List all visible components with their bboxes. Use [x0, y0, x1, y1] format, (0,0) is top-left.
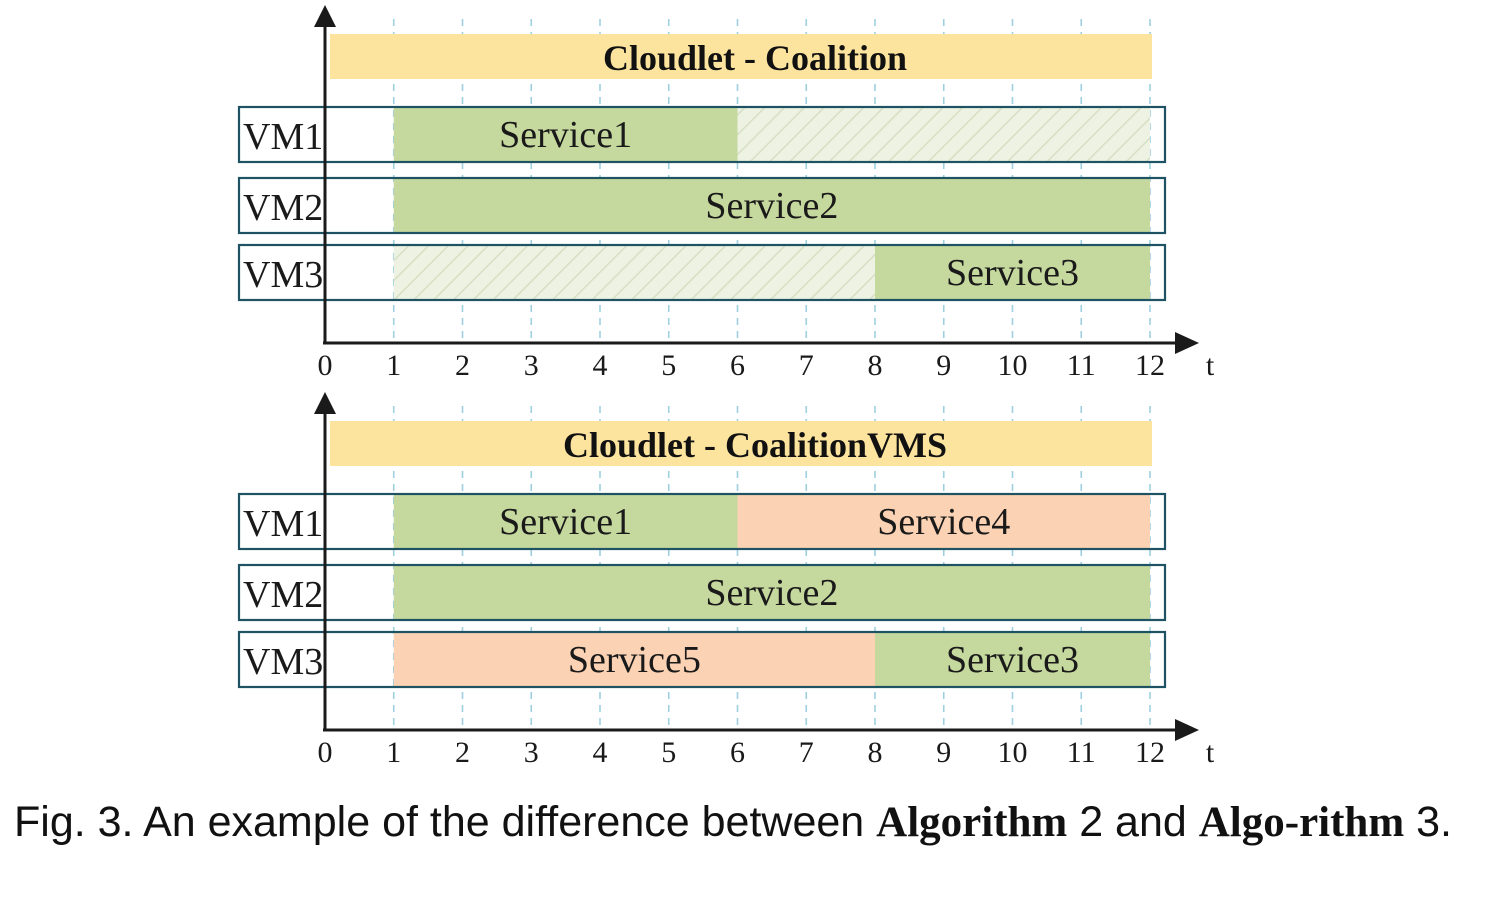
tick-label: 12 — [1135, 349, 1165, 382]
service-segment — [393, 495, 738, 548]
tick-label: 10 — [998, 349, 1028, 382]
tick-label: 3 — [524, 736, 539, 769]
caption-mid: 2 and — [1067, 798, 1199, 846]
tick-label: 10 — [998, 736, 1028, 769]
vm-row-frame — [237, 243, 1167, 302]
service-label: Service3 — [946, 252, 1079, 294]
panel-title: Cloudlet - CoalitionVMS — [563, 425, 947, 465]
service-label: Service2 — [705, 572, 838, 614]
vm-label: VM1 — [243, 503, 323, 545]
tick-label: 7 — [799, 736, 814, 769]
panel-title: Cloudlet - Coalition — [603, 38, 907, 78]
tick-label: 7 — [799, 349, 814, 382]
idle-segment — [737, 108, 1150, 161]
vm-row-frame — [237, 630, 1167, 689]
title-bar — [330, 421, 1152, 466]
service-segment — [875, 633, 1150, 686]
vm-label: VM2 — [243, 187, 323, 229]
tick-label: 0 — [318, 349, 333, 382]
x-axis-label: t — [1206, 349, 1215, 382]
tick-label: 2 — [455, 736, 470, 769]
x-axis-label: t — [1206, 736, 1215, 769]
y-axis-arrow — [314, 5, 336, 27]
service-label: Service2 — [705, 185, 838, 227]
tick-label: 2 — [455, 349, 470, 382]
service-segment — [875, 246, 1150, 299]
caption-bold-algorithm-2: Algo-rithm — [1198, 799, 1405, 846]
service-label: Service4 — [877, 501, 1010, 543]
vm-row-frame — [237, 492, 1167, 551]
vm-label: VM2 — [243, 574, 323, 616]
tick-label: 5 — [661, 349, 676, 382]
x-axis-arrow — [1175, 719, 1199, 741]
service-segment — [393, 108, 738, 161]
service-segment — [393, 566, 1150, 619]
vm-label: VM3 — [243, 641, 323, 683]
vm-row-frame — [237, 563, 1167, 622]
tick-label: 4 — [593, 736, 608, 769]
caption-prefix: Fig. 3. An example of the difference bet… — [14, 798, 877, 846]
service-segment — [737, 495, 1150, 548]
panel-1: Cloudlet - CoalitionService1VM1Service2V… — [237, 5, 1215, 382]
tick-label: 11 — [1067, 349, 1096, 382]
vm-row-frame — [237, 105, 1167, 164]
tick-label: 1 — [386, 349, 401, 382]
vm-row-frame — [237, 176, 1167, 235]
caption-bold-algorithm: Algorithm — [876, 799, 1068, 846]
tick-label: 0 — [318, 736, 333, 769]
idle-segment — [393, 246, 875, 299]
title-bar — [330, 34, 1152, 79]
service-label: Service3 — [946, 639, 1079, 681]
tick-label: 11 — [1067, 736, 1096, 769]
y-axis-arrow — [314, 392, 336, 414]
tick-label: 3 — [524, 349, 539, 382]
tick-label: 8 — [868, 349, 883, 382]
tick-label: 9 — [936, 349, 951, 382]
service-label: Service5 — [568, 639, 701, 681]
tick-label: 4 — [593, 349, 608, 382]
figure-caption: Fig. 3. An example of the difference bet… — [14, 796, 1484, 849]
service-segment — [393, 633, 875, 686]
tick-label: 8 — [868, 736, 883, 769]
service-label: Service1 — [499, 114, 632, 156]
service-segment — [393, 179, 1150, 232]
x-axis-arrow — [1175, 332, 1199, 354]
tick-label: 9 — [936, 736, 951, 769]
tick-label: 12 — [1135, 736, 1165, 769]
tick-label: 6 — [730, 349, 745, 382]
algorithm-comparison-diagram: Cloudlet - CoalitionService1VM1Service2V… — [237, 5, 1215, 769]
tick-label: 1 — [386, 736, 401, 769]
service-label: Service1 — [499, 501, 632, 543]
vm-label: VM3 — [243, 254, 323, 296]
tick-label: 6 — [730, 736, 745, 769]
caption-suffix: 3. — [1404, 798, 1452, 846]
vm-label: VM1 — [243, 116, 323, 158]
tick-label: 5 — [661, 736, 676, 769]
